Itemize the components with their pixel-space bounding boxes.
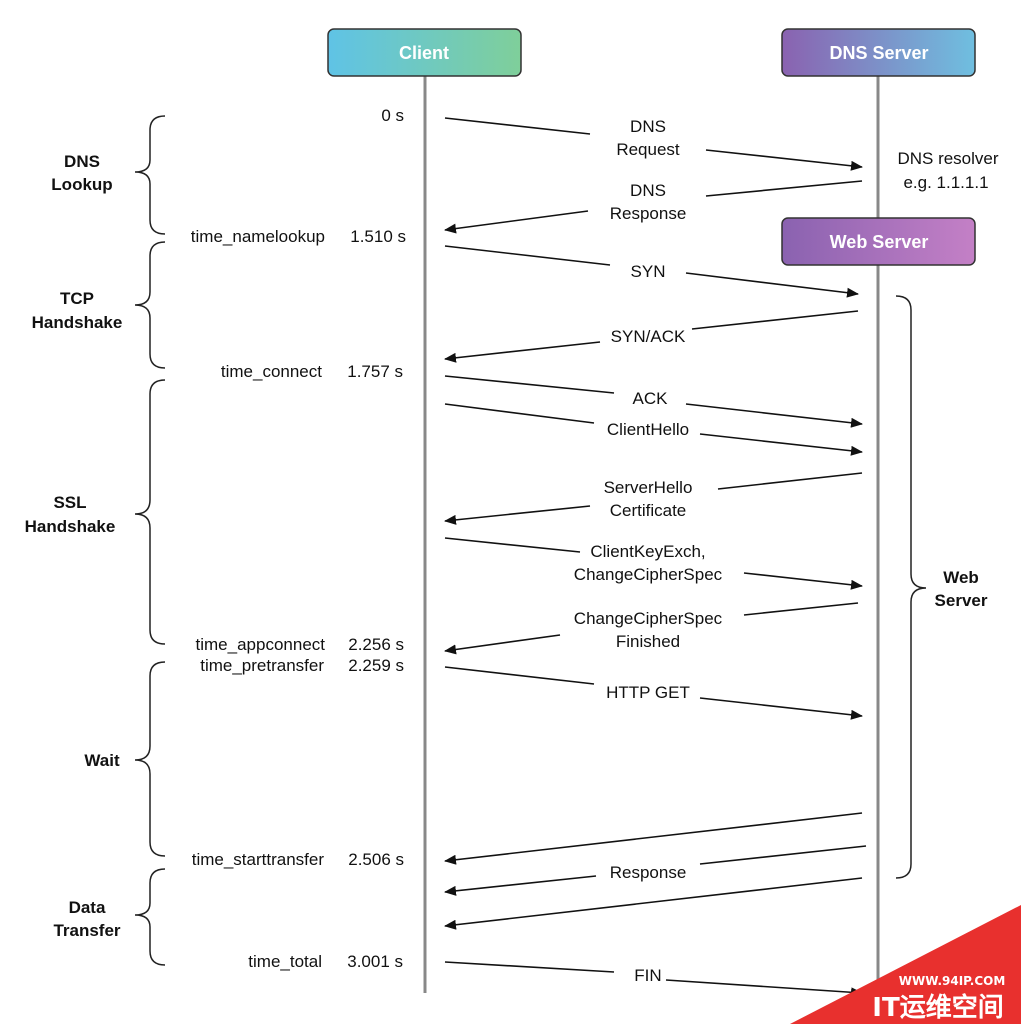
arrow-syn xyxy=(444,245,858,294)
arrow-ack xyxy=(444,375,862,424)
web-server-title: Web Server xyxy=(830,232,929,252)
msg-client-key-exch-line1: ClientKeyExch, xyxy=(590,542,705,561)
phase-wait: Wait xyxy=(84,751,120,770)
msg-change-cipher-spec-line1: ChangeCipherSpec xyxy=(574,609,723,628)
timing-label-pretransfer: time_pretransfer xyxy=(200,656,324,675)
phase-ssl-line1: SSL xyxy=(53,493,86,512)
timing-value-start: 0 s xyxy=(381,106,404,125)
msg-http-get: HTTP GET xyxy=(606,683,690,702)
dns-server-title: DNS Server xyxy=(829,43,928,63)
arrow-http-get xyxy=(444,666,862,716)
msg-client-key-exch-line2: ChangeCipherSpec xyxy=(574,565,723,584)
timing-label-namelookup: time_namelookup xyxy=(191,227,325,246)
msg-ack: ACK xyxy=(633,389,669,408)
msg-response: Response xyxy=(610,863,687,882)
timing-value-starttransfer: 2.506 s xyxy=(348,850,404,869)
arrow-syn-ack xyxy=(445,310,859,359)
msg-dns-response-line2: Response xyxy=(610,204,687,223)
phase-web-server-line2: Server xyxy=(935,591,988,610)
msg-dns-request-line1: DNS xyxy=(630,117,666,136)
timing-label-starttransfer: time_starttransfer xyxy=(192,850,325,869)
brace-wait xyxy=(134,661,166,857)
phase-web-server-line1: Web xyxy=(943,568,979,587)
timing-value-connect: 1.757 s xyxy=(347,362,403,381)
arrow-fin xyxy=(444,961,862,993)
brace-dns-lookup xyxy=(134,115,166,235)
watermark-brand: IT运维空间 xyxy=(872,992,1003,1023)
brace-ssl-handshake xyxy=(134,379,166,645)
dns-resolver-label: DNS resolver xyxy=(897,149,998,168)
msg-server-hello-line2: Certificate xyxy=(610,501,687,520)
timing-value-pretransfer: 2.259 s xyxy=(348,656,404,675)
arrow-dns-response xyxy=(445,180,863,230)
msg-syn: SYN xyxy=(631,262,666,281)
timing-value-namelookup: 1.510 s xyxy=(350,227,406,246)
dns-resolver-example: e.g. 1.1.1.1 xyxy=(903,173,988,192)
client-header: Client xyxy=(327,28,522,77)
brace-tcp-handshake xyxy=(134,241,166,369)
timing-value-total: 3.001 s xyxy=(347,952,403,971)
msg-dns-response-line1: DNS xyxy=(630,181,666,200)
timing-label-connect: time_connect xyxy=(221,362,322,381)
arrow-client-key-exch xyxy=(444,537,862,586)
timing-label-total: time_total xyxy=(248,952,322,971)
watermark-url: WWW.94IP.COM xyxy=(899,974,1006,988)
dns-server-header: DNS Server xyxy=(781,28,976,77)
arrow-first-byte xyxy=(444,812,863,865)
phase-dns-line2: Lookup xyxy=(51,175,112,194)
arrow-client-hello xyxy=(444,403,862,452)
arrow-change-cipher-spec xyxy=(445,602,859,651)
phase-data-line1: Data xyxy=(69,898,106,917)
msg-fin: FIN xyxy=(634,966,661,985)
arrow-response-1 xyxy=(445,845,867,892)
phase-tcp-line2: Handshake xyxy=(32,313,123,332)
msg-server-hello-line1: ServerHello xyxy=(604,478,693,497)
msg-change-cipher-spec-line2: Finished xyxy=(616,632,680,651)
watermark-triangle xyxy=(790,905,1021,1024)
watermark: WWW.94IP.COM IT运维空间 xyxy=(790,905,1021,1024)
msg-client-hello: ClientHello xyxy=(607,420,689,439)
msg-syn-ack: SYN/ACK xyxy=(611,327,686,346)
timing-value-appconnect: 2.256 s xyxy=(348,635,404,654)
arrow-response-2 xyxy=(444,877,863,930)
phase-dns-line1: DNS xyxy=(64,152,100,171)
client-title: Client xyxy=(399,43,449,63)
brace-data-transfer xyxy=(134,868,166,966)
phase-data-line2: Transfer xyxy=(53,921,120,940)
brace-web-server xyxy=(895,295,927,879)
arrow-dns-request xyxy=(444,117,862,167)
phase-ssl-line2: Handshake xyxy=(25,517,116,536)
msg-dns-request-line2: Request xyxy=(616,140,680,159)
web-server-header: Web Server xyxy=(781,217,976,266)
timing-label-appconnect: time_appconnect xyxy=(196,635,326,654)
phase-tcp-line1: TCP xyxy=(60,289,94,308)
arrow-server-hello xyxy=(445,472,863,521)
